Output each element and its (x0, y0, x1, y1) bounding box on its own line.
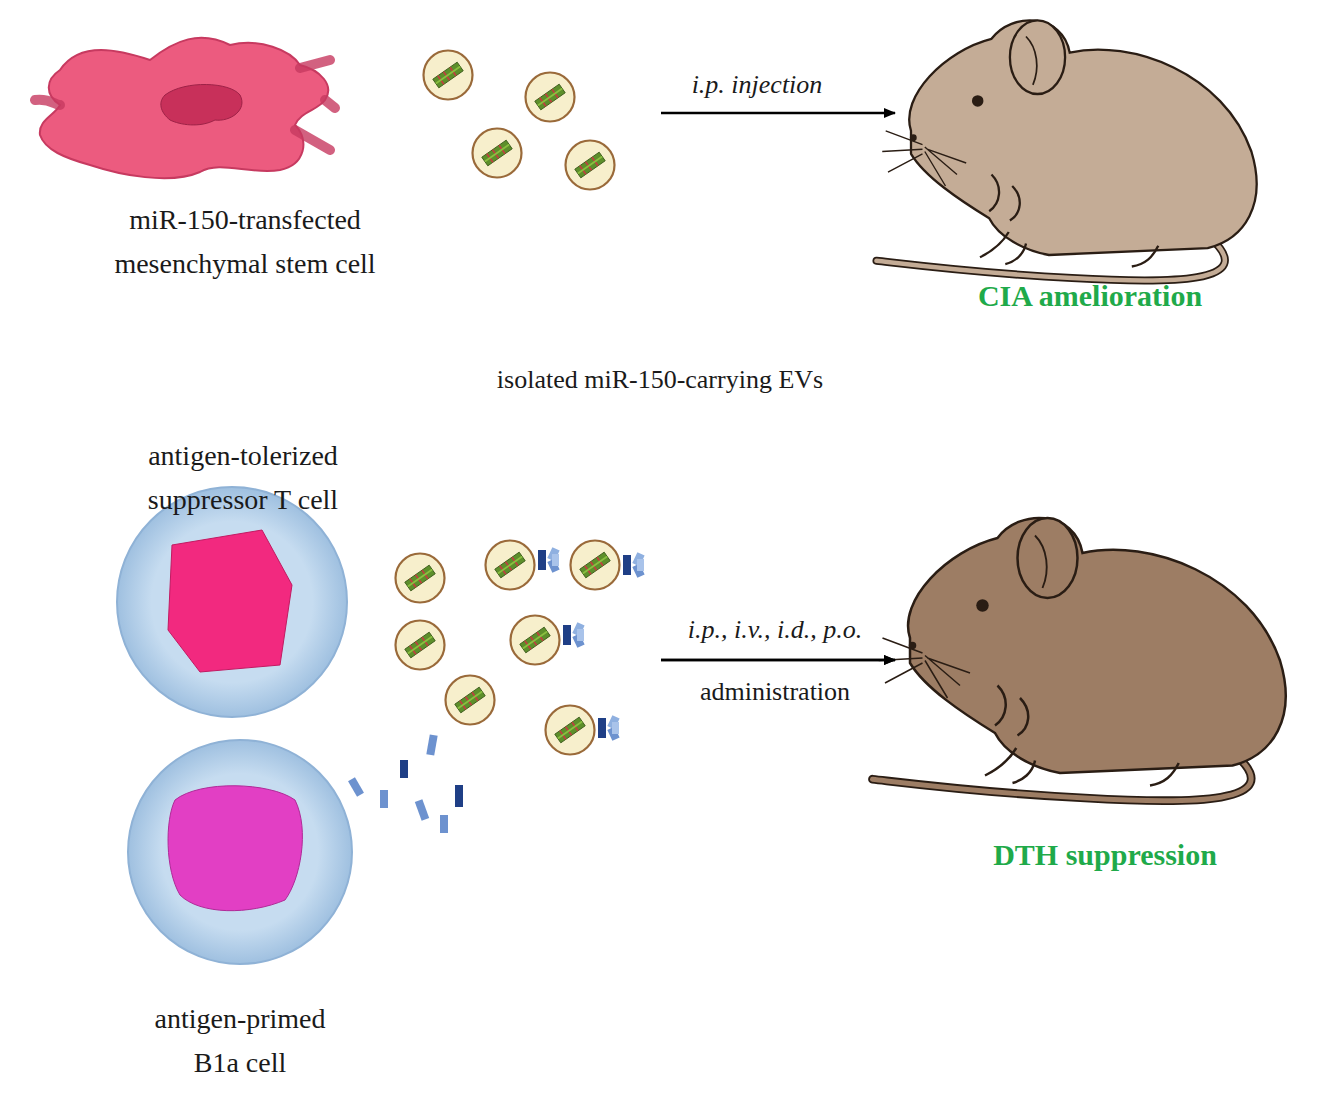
route-label: i.p., i.v., i.d., p.o. (684, 614, 866, 646)
arrow-connector (661, 659, 895, 662)
route-label: i.p. injection (688, 69, 827, 101)
outcome-text: CIA amelioration (910, 276, 1270, 316)
arrow-connector (661, 112, 895, 115)
caption-label: administration (696, 676, 854, 708)
cell-label: antigen-primed B1a cell (140, 997, 340, 1085)
outcome-text: DTH suppression (925, 835, 1285, 875)
cell-label: miR-150-transfected mesenchymal stem cel… (55, 198, 435, 286)
outcome-panel: CIA amelioration (895, 10, 1300, 325)
cell-panel: antigen-primed B1a cell (85, 640, 655, 1089)
outcome-panel: DTH suppression (895, 460, 1300, 885)
cell-panel: miR-150-transfected mesenchymal stem cel… (30, 20, 655, 295)
cell-label: antigen-tolerized suppressor T cell (93, 434, 393, 522)
arrow-connector (661, 659, 895, 662)
caption-label: isolated miR-150-carrying EVs (493, 364, 827, 396)
cell-panel: antigen-tolerized suppressor T cell (85, 428, 655, 700)
